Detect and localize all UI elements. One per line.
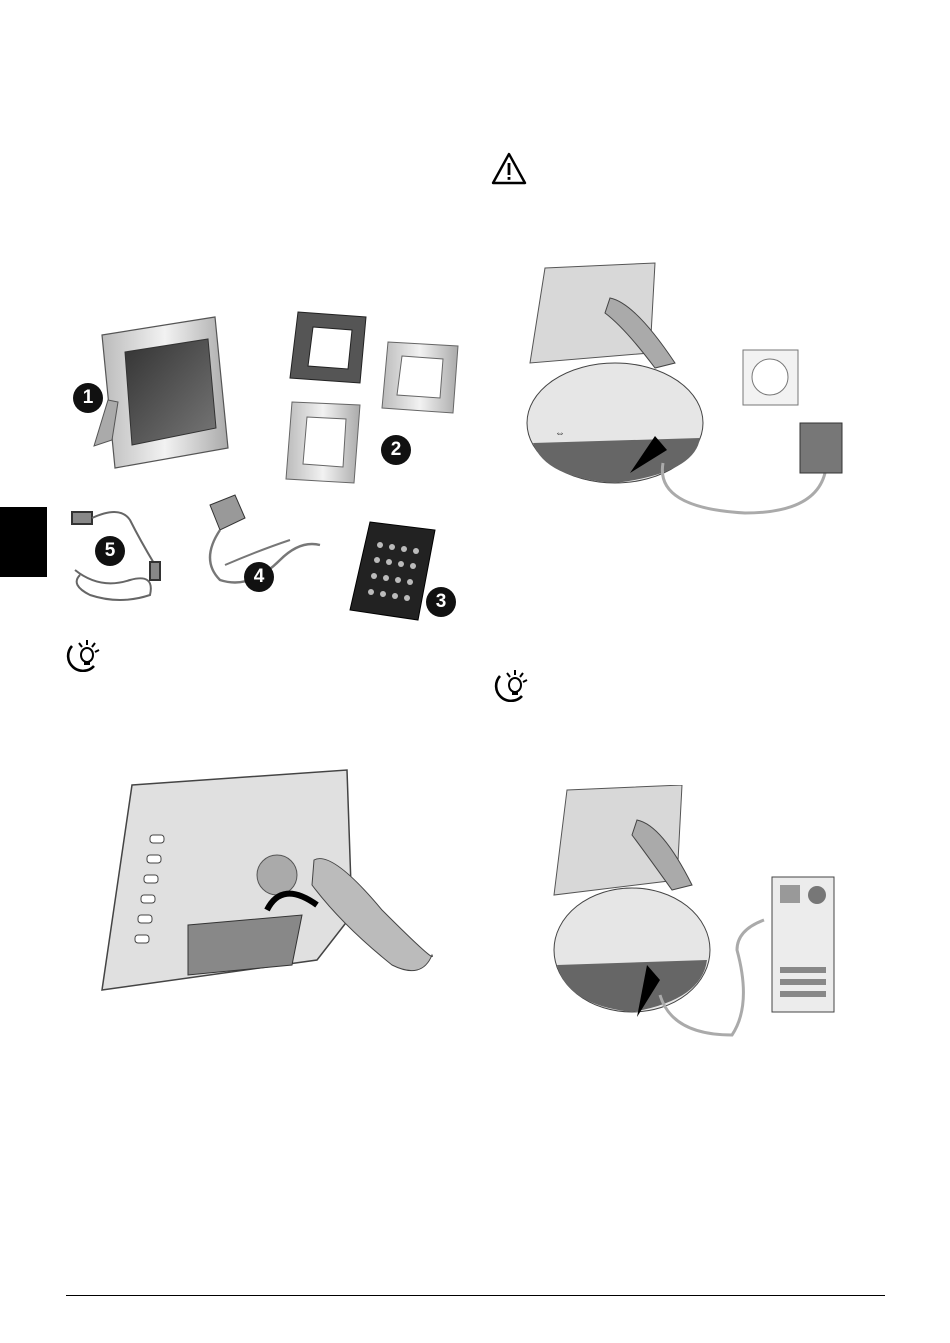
callout-number: 1 xyxy=(73,383,103,413)
callout-number: 4 xyxy=(244,562,274,592)
callout-number: 3 xyxy=(426,587,456,617)
usb-connection-figure xyxy=(552,785,842,1045)
frame-inserts-illustration xyxy=(286,312,458,483)
chapter-side-tab xyxy=(0,507,47,577)
lightbulb-tip-icon xyxy=(492,666,532,702)
footer-rule xyxy=(66,1295,885,1296)
package-contents-figure: 1 2 3 4 5 xyxy=(60,290,470,630)
remote-control-illustration xyxy=(350,522,435,620)
power-connection-figure: ⇔ xyxy=(525,258,860,543)
lightbulb-tip-icon xyxy=(64,636,104,672)
callout-number: 2 xyxy=(381,435,411,465)
photo-frame-illustration xyxy=(94,317,228,468)
frame-stand-figure xyxy=(92,765,452,1010)
callout-number: 5 xyxy=(95,536,125,566)
warning-triangle-icon xyxy=(491,152,527,186)
svg-text:⇔: ⇔ xyxy=(555,428,565,439)
